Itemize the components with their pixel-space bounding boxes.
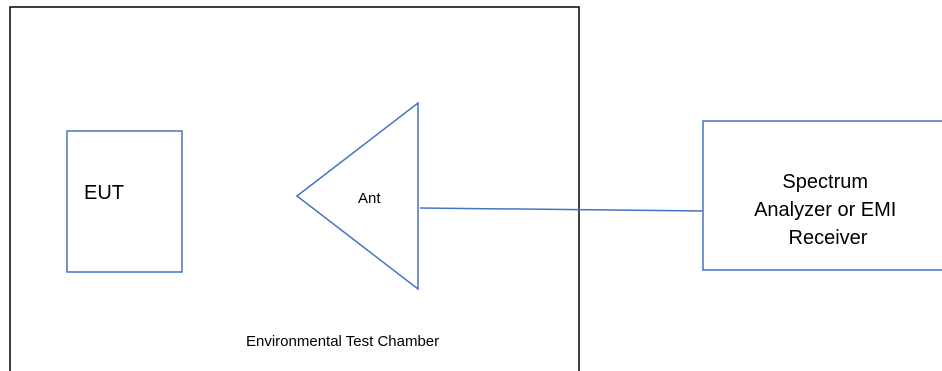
antenna-triangle xyxy=(295,101,419,291)
antenna-label: Ant xyxy=(358,190,381,207)
receiver-label: Spectrum Analyzer or EMI Receiver xyxy=(754,171,902,249)
receiver-label-line-1: Spectrum xyxy=(782,171,868,193)
antenna-cable xyxy=(419,207,704,212)
receiver-label-line-2: Analyzer or EMI xyxy=(754,199,896,221)
eut-label: EUT xyxy=(84,182,124,204)
chamber-box xyxy=(9,6,580,371)
receiver-box xyxy=(702,120,942,271)
chamber-label: Environmental Test Chamber xyxy=(246,333,439,350)
eut-box xyxy=(66,130,183,273)
receiver-label-line-3: Receiver xyxy=(789,227,868,249)
